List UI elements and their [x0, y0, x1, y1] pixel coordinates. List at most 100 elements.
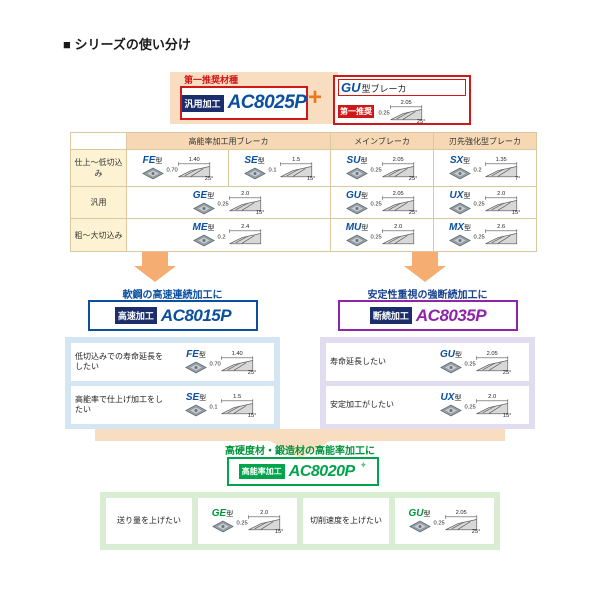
svg-text:25°: 25°: [409, 175, 418, 180]
interrupted-cut-badge: 断続加工: [369, 307, 412, 324]
grade-name-ac8025p: AC8025P: [227, 92, 307, 113]
svg-text:0.25: 0.25: [236, 520, 247, 526]
gu-type-label: GU: [341, 80, 361, 95]
svg-text:25°: 25°: [204, 175, 213, 180]
svg-text:2.05: 2.05: [487, 351, 498, 357]
svg-text:0.25: 0.25: [371, 167, 382, 173]
dimension-drawing: 2.05 0.25 25°: [433, 510, 480, 534]
dimension-drawing: 2.05 0.25 25°: [371, 157, 418, 181]
svg-text:0.25: 0.25: [433, 520, 444, 526]
svg-text:15°: 15°: [274, 528, 283, 533]
svg-text:0.2: 0.2: [217, 234, 225, 240]
bottom-row-gu-text: 切削速度を上げたい: [303, 498, 389, 544]
insert-diamond-icon: [440, 361, 462, 374]
insert-diamond-icon: [185, 361, 207, 374]
svg-text:0.25: 0.25: [217, 202, 228, 208]
dimension-drawing: 2.0 0.25 15°: [474, 191, 521, 215]
insert-diamond-icon: [346, 202, 368, 214]
gu-breaker-detail: 第一推奨 GU型 2.05 0.25 25°: [338, 99, 466, 124]
grade-name-ac8035p: AC8035P: [415, 305, 487, 325]
dimension-drawing: 2.0 0.25 15°: [217, 191, 264, 215]
svg-text:1.5: 1.5: [292, 157, 300, 163]
gu-breaker-box: GU 型ブレーカ 第一推奨 GU型 2.05 0.25 25°: [333, 75, 471, 125]
svg-text:1.5: 1.5: [233, 394, 241, 400]
svg-text:2.05: 2.05: [393, 157, 404, 163]
left-row-fe-text: 低切込みでの寿命延長をしたい: [75, 352, 163, 371]
svg-text:25°: 25°: [503, 369, 512, 374]
general-machining-badge: 汎用加工: [181, 94, 224, 112]
table-header-high-efficiency: 高能率加工用ブレーカ: [127, 133, 331, 150]
right-section-title: 安定性重視の強断続加工に: [367, 290, 488, 301]
peach-flow-arrowhead: [270, 441, 330, 458]
svg-text:7°: 7°: [515, 175, 520, 180]
breaker-suffix-label: 型ブレーカ: [361, 84, 407, 94]
grade-box-ac8035p: 断続加工 AC8035P: [338, 300, 518, 331]
down-arrow-left-shaft: [142, 252, 168, 266]
svg-text:0.2: 0.2: [474, 167, 482, 173]
insert-cell-gu-top: GU型 2.05 0.25 25°: [378, 99, 426, 124]
svg-text:2.0: 2.0: [241, 191, 249, 197]
insert-diamond-icon: [346, 234, 368, 247]
svg-text:25°: 25°: [409, 210, 418, 215]
down-arrow-left-head: [134, 266, 176, 282]
svg-text:25°: 25°: [417, 119, 426, 124]
svg-text:2.05: 2.05: [455, 510, 466, 516]
first-recommend-label: 第一推奨材種: [184, 75, 239, 85]
main-grade-box: 汎用加工 AC8025P: [180, 86, 308, 120]
grade-name-ac8020p: AC8020P: [288, 462, 355, 480]
left-row-se-text: 高能率で仕上げ加工をしたい: [75, 395, 163, 414]
dimension-drawing: 2.05 0.25 25°: [371, 191, 418, 215]
down-arrow-right-shaft: [412, 252, 438, 266]
svg-text:2.4: 2.4: [241, 224, 250, 230]
svg-text:25°: 25°: [471, 528, 480, 533]
svg-text:2.6: 2.6: [497, 224, 505, 230]
insert-diamond-icon: [192, 234, 215, 247]
right-row-ux-text: 安定加工がしたい: [330, 400, 394, 409]
insert-diamond-icon: [346, 167, 368, 180]
insert-diamond-icon: [211, 520, 234, 533]
down-arrow-right: [404, 252, 446, 282]
high-speed-badge: 高速加工: [114, 307, 157, 324]
svg-text:15°: 15°: [248, 412, 257, 417]
high-efficiency-badge: 高能率加工: [238, 464, 285, 479]
svg-text:0.70: 0.70: [166, 167, 177, 173]
insert-diamond-icon: [449, 167, 471, 180]
down-arrow-left: [134, 252, 176, 282]
bottom-section-title: 高硬度材・鍛造材の高能率加工に: [225, 446, 375, 457]
svg-text:0.25: 0.25: [474, 234, 485, 240]
grade-name-ac8015p: AC8015P: [160, 305, 232, 325]
svg-text:1.40: 1.40: [188, 157, 199, 163]
table-corner-cell: [71, 133, 127, 150]
